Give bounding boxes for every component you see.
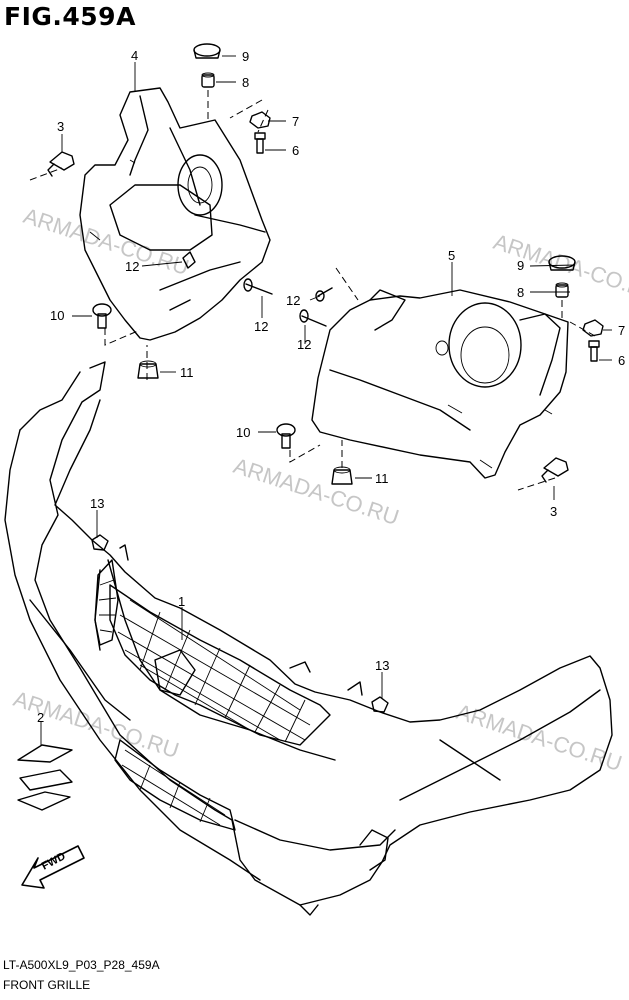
callout-9: 9 — [517, 258, 524, 273]
callout-2: 2 — [37, 710, 44, 725]
callout-5: 5 — [448, 248, 455, 263]
grommet-part-9 — [193, 43, 221, 59]
callout-11: 11 — [375, 471, 389, 486]
callout-13: 13 — [90, 496, 104, 511]
callout-12: 12 — [286, 293, 300, 308]
callout-13: 13 — [375, 658, 389, 673]
mount-part-11 — [331, 466, 353, 485]
push-clip-part-3 — [541, 457, 569, 483]
screw-part-10 — [276, 423, 296, 449]
tapping-screw-part-12 — [243, 278, 273, 295]
leader-lines — [29, 55, 612, 745]
mount-part-11 — [137, 360, 159, 379]
diagram-name: FRONT GRILLE — [3, 978, 91, 992]
figure-title: FIG.459A — [4, 2, 136, 31]
callout-8: 8 — [242, 75, 249, 90]
screw-part-10 — [92, 303, 112, 329]
emblem — [17, 744, 73, 811]
nut-part-7 — [582, 319, 604, 337]
right-bracket — [311, 289, 569, 479]
bolt-part-6 — [588, 340, 600, 362]
push-clip-part-3 — [47, 151, 75, 177]
callout-8: 8 — [517, 285, 524, 300]
callout-10: 10 — [50, 308, 64, 323]
callouts: 1 2 3 3 4 5 6 6 7 7 8 8 9 9 10 10 11 11 … — [37, 48, 625, 725]
watermark: ARMADA-CO.RU — [20, 203, 192, 280]
callout-6: 6 — [618, 353, 625, 368]
callout-12: 12 — [125, 259, 139, 274]
collar-part-8 — [555, 282, 569, 298]
callout-1: 1 — [178, 594, 185, 609]
callout-9: 9 — [242, 49, 249, 64]
callout-12: 12 — [297, 337, 311, 352]
callout-3: 3 — [57, 119, 64, 134]
callout-7: 7 — [292, 114, 299, 129]
callout-6: 6 — [292, 143, 299, 158]
tapping-screw-part-12 — [182, 251, 196, 269]
diagram-code: LT-A500XL9_P03_P28_459A — [3, 958, 160, 972]
collar-part-8 — [201, 72, 215, 88]
bolt-part-6 — [254, 132, 266, 154]
watermark: ARMADA-CO.RU — [230, 453, 402, 530]
left-bracket — [79, 87, 271, 341]
tapping-screw-part-12 — [299, 309, 327, 327]
callout-10: 10 — [236, 425, 250, 440]
tapping-screw-part-12 — [315, 287, 333, 302]
callout-3: 3 — [550, 504, 557, 519]
callout-11: 11 — [180, 365, 194, 380]
callout-4: 4 — [131, 48, 138, 63]
nut-part-7 — [249, 111, 271, 129]
front-grille — [4, 361, 613, 916]
clip-part-13 — [91, 534, 109, 551]
callout-7: 7 — [618, 323, 625, 338]
clip-part-13 — [371, 696, 389, 713]
fwd-arrow-icon: FWD — [21, 845, 85, 889]
callout-12: 12 — [254, 319, 268, 334]
